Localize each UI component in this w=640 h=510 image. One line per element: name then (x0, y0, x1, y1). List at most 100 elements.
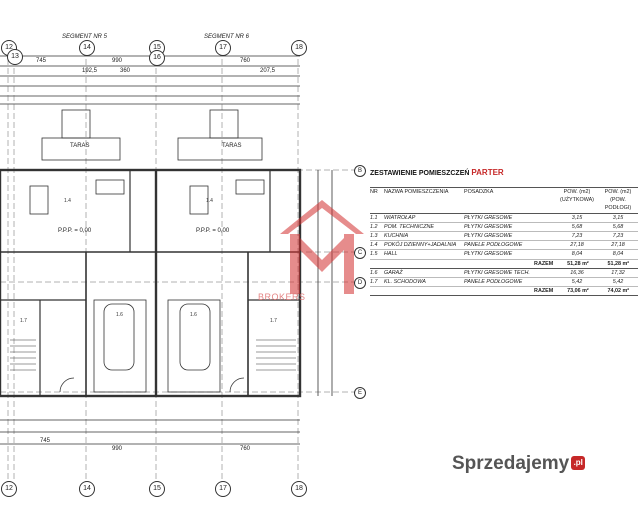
table-row: 1.7 KL. SCHODOWA PANELE PODŁOGOWE 5,42 5… (370, 278, 638, 288)
dimension-label: 207,5 (260, 68, 276, 74)
axis-marker-18: 18 (291, 40, 307, 56)
header-area-floor-sub: (POW. PODŁOGI) (604, 197, 632, 212)
axis-marker-16: 16 (149, 50, 165, 66)
table-row: 1.5 HALL PŁYTKI GRESOWE 8,04 8,04 (370, 250, 638, 260)
subtotal-area-floor: 51,28 m² (607, 260, 630, 267)
cell-area-floor: 27,18 (611, 242, 625, 249)
segment-5-label: SEGMENT NR 5 (62, 34, 108, 40)
cell-nr: 1.2 (370, 223, 378, 230)
brand-watermark: Sprzedajemy.pl (452, 453, 586, 475)
cell-area-floor: 7,23 (612, 233, 624, 240)
subtotal-row: RAZEM 51,28 m² 51,28 m² (370, 260, 638, 269)
axis-marker-D: D (354, 277, 366, 289)
watermark-logo (280, 200, 364, 294)
level-label: P.P.P. = 0,00 (58, 228, 92, 234)
cell-nr: 1.6 (370, 269, 378, 276)
brand-name: Sprzedajemy (452, 453, 570, 474)
table-title-accent: PARTER (471, 168, 504, 177)
header-area-usable: POW. (m2) (UŻYTKOWA) (556, 188, 598, 213)
cell-area-usable: 5,42 (571, 279, 583, 286)
axis-marker-E: E (354, 387, 366, 399)
cell-nr: 1.1 (370, 214, 378, 221)
room-label: 1.7 (20, 318, 27, 324)
cell-nr: 1.7 (370, 279, 378, 286)
cell-area-floor: 3,15 (612, 214, 624, 221)
axis-marker-14: 14 (79, 40, 95, 56)
dimension-label: 760 (240, 446, 251, 452)
axis-marker-13: 13 (7, 49, 23, 65)
cell-area-usable: 27,18 (570, 242, 584, 249)
room-label: 1.6 (190, 312, 197, 318)
cell-area-floor: 5,42 (612, 279, 624, 286)
table-title-text: ZESTAWIENIE POMIESZCZEŃ (370, 170, 470, 177)
cell-floor: PŁYTKI GRESOWE (464, 214, 513, 221)
header-nr: NR (370, 189, 378, 195)
cell-floor: PŁYTKI GRESOWE (464, 233, 513, 240)
header-area-usable-sub: (UŻYTKOWA) (560, 197, 594, 204)
cell-area-floor: 5,68 (612, 223, 624, 230)
subtotal-label: RAZEM (534, 260, 554, 267)
total-label: RAZEM (534, 288, 554, 295)
watermark-text: BROKERS (258, 292, 306, 302)
cell-nr: 1.3 (370, 233, 378, 240)
cell-name: POM. TECHNICZNE (384, 223, 435, 230)
cell-name: GARAŻ (384, 269, 403, 276)
segment-6-label: SEGMENT NR 6 (204, 34, 250, 40)
room-label: 1.7 (270, 318, 277, 324)
terrace-label: TARAS (70, 143, 90, 149)
dimension-label: 760 (240, 58, 251, 64)
table-row: 1.4 POKÓJ DZIENNY+JADALNIA PANELE PODŁOG… (370, 241, 638, 251)
table-row: 1.6 GARAŻ PŁYTKI GRESOWE TECH. 16,36 17,… (370, 269, 638, 279)
dimension-label: 990 (112, 446, 123, 452)
cell-area-floor: 8,04 (612, 251, 624, 258)
total-area-floor: 74,02 m² (607, 288, 630, 295)
cell-area-usable: 8,04 (571, 251, 583, 258)
cell-area-usable: 3,15 (571, 214, 583, 221)
room-label: 1.4 (206, 198, 213, 204)
room-label: 1.6 (116, 312, 123, 318)
brand-badge: .pl (571, 456, 586, 470)
table-header-row: NR NAZWA POMIESZCZENIA POSADZKA POW. (m2… (370, 187, 638, 214)
table-row: 1.3 KUCHNIA PŁYTKI GRESOWE 7,23 7,23 (370, 232, 638, 242)
cell-nr: 1.4 (370, 242, 378, 249)
floor-plan-drawing (0, 50, 360, 480)
rooms-table: ZESTAWIENIE POMIESZCZEŃ PARTER NR NAZWA … (370, 168, 638, 297)
cell-name: HALL (384, 251, 398, 258)
cell-nr: 1.5 (370, 251, 378, 258)
dimension-label: 745 (36, 58, 47, 64)
dimension-label: 192,5 (82, 68, 98, 74)
axis-marker-bottom-12: 12 (1, 481, 17, 497)
cell-area-usable: 5,68 (571, 223, 583, 230)
axis-marker-B: B (354, 165, 366, 177)
table-row: 1.2 POM. TECHNICZNE PŁYTKI GRESOWE 5,68 … (370, 223, 638, 233)
axis-marker-bottom-14: 14 (79, 481, 95, 497)
terrace-label: TARAS (222, 143, 242, 149)
dimension-label: 745 (40, 438, 51, 444)
cell-name: WIATROŁAP (384, 214, 416, 221)
cell-area-floor: 17,32 (611, 269, 625, 276)
header-area-floor-label: POW. (m2) (604, 189, 632, 195)
room-label: 1.4 (64, 198, 71, 204)
axis-marker-bottom-18: 18 (291, 481, 307, 497)
header-name: NAZWA POMIESZCZENIA (384, 189, 449, 195)
dimension-label: 360 (120, 68, 131, 74)
total-row: RAZEM 73,06 m² 74,02 m² (370, 287, 638, 297)
total-area-usable: 73,06 m² (567, 288, 589, 295)
table-title: ZESTAWIENIE POMIESZCZEŃ PARTER (370, 168, 638, 177)
subtotal-area-usable: 51,28 m² (567, 260, 589, 267)
axis-marker-17: 17 (215, 40, 231, 56)
cell-area-usable: 16,36 (570, 269, 584, 276)
level-label: P.P.P. = 0,00 (196, 228, 230, 234)
cell-name: KL. SCHODOWA (384, 279, 426, 286)
axis-marker-bottom-15: 15 (149, 481, 165, 497)
axis-marker-C: C (354, 247, 366, 259)
axis-marker-bottom-17: 17 (215, 481, 231, 497)
header-floor: POSADZKA (464, 189, 494, 195)
cell-name: POKÓJ DZIENNY+JADALNIA (384, 242, 457, 249)
cell-floor: PŁYTKI GRESOWE (464, 251, 513, 258)
cell-floor: PŁYTKI GRESOWE TECH. (464, 269, 530, 276)
header-area-usable-label: POW. (m2) (563, 189, 591, 195)
cell-area-usable: 7,23 (571, 233, 583, 240)
cell-floor: PANELE PODŁOGOWE (464, 242, 523, 249)
cell-floor: PANELE PODŁOGOWE (464, 279, 523, 286)
